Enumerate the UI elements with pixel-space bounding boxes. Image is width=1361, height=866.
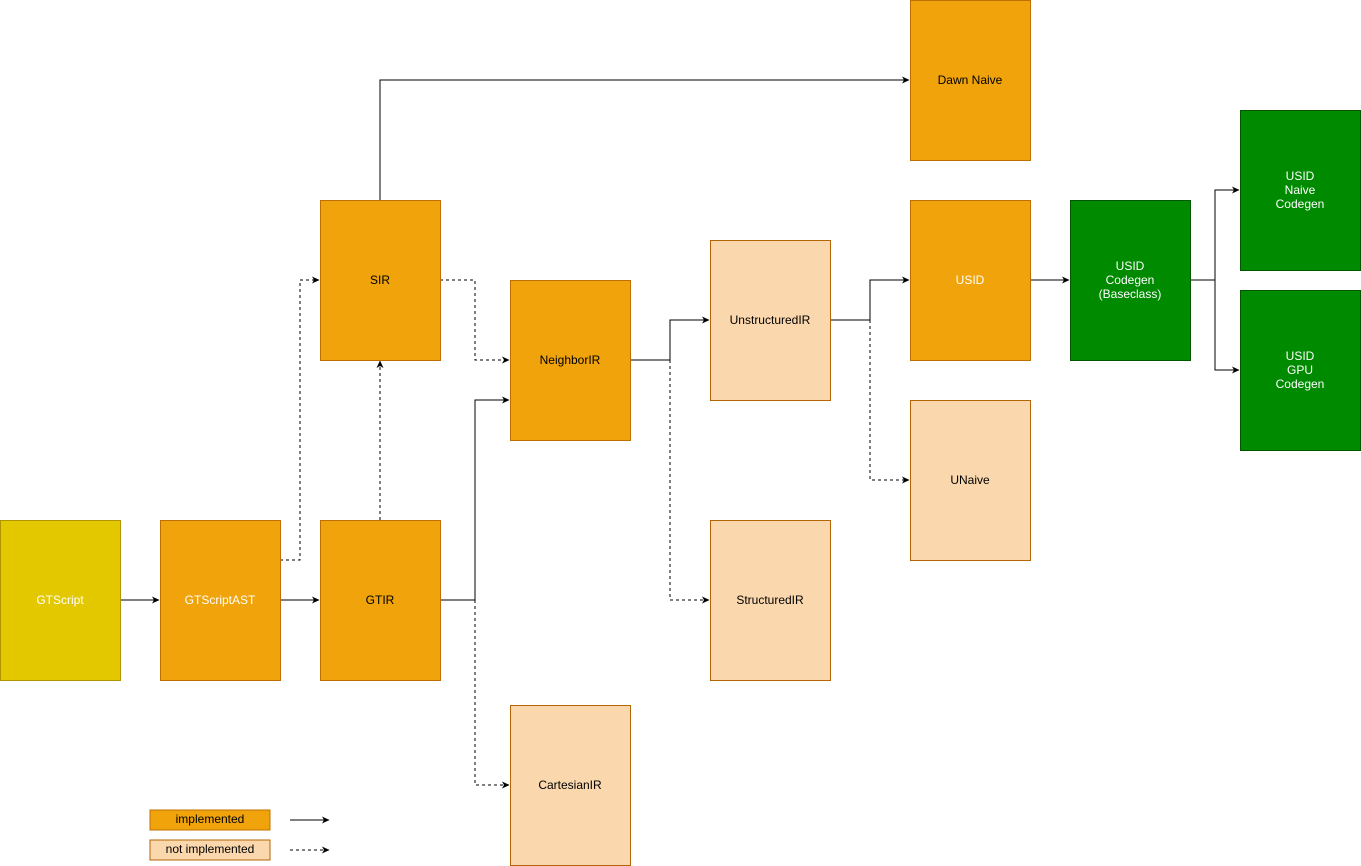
node-usid-codegen-baseclass-box [1070,200,1191,361]
edge-gtir-to-cartesianir [474,600,510,789]
legend-not-implemented-label: not implemented [166,842,255,856]
node-usid-gpu-codegen-label-line-3: Codegen [1276,377,1325,391]
node-gtir-label-line-1: GTIR [366,593,395,607]
node-unaive-label-line-1: UNaive [950,473,990,487]
node-usid-box [910,200,1031,361]
node-sir-label-line-1: SIR [370,273,390,287]
legend: implemented not implemented [149,809,330,861]
node-gtir-box [320,520,441,681]
edge-sir-to-dawn-naive [379,76,910,200]
node-unstructuredir-box [710,240,831,401]
node-unaive-box [910,400,1031,561]
node-usid[interactable]: USID [910,200,1031,361]
legend-implemented-swatch [149,809,271,831]
node-usid-gpu-codegen-label-line-1: USID [1286,349,1315,363]
node-structuredir-label-line-1: StructuredIR [736,593,804,607]
node-gtir[interactable]: GTIR [320,520,441,681]
legend-not-implemented-swatch [149,839,271,861]
node-dawn-naive-label-line-1: Dawn Naive [938,73,1003,87]
node-unaive[interactable]: UNaive [910,400,1031,561]
node-usid-codegen-baseclass-label-line-1: USID [1116,259,1145,273]
node-unstructuredir[interactable]: UnstructuredIR [710,240,831,401]
node-cartesianir-box [510,705,631,866]
node-gtscript-box [0,520,121,681]
node-usid-codegen-baseclass-label-line-3: (Baseclass) [1099,287,1162,301]
node-usid-naive-codegen-box [1240,110,1361,271]
edge-neighborir-to-structuredir [669,360,710,604]
node-usid-gpu-codegen-box [1240,290,1361,451]
node-usid-codegen-baseclass-label-line-2: Codegen [1106,273,1155,287]
node-dawn-naive-box [910,0,1031,161]
edge-sir-to-neighborir [440,279,510,364]
node-sir[interactable]: SIR [320,200,441,361]
edge-usid-codegen-to-naive-codegen [1190,186,1240,281]
node-gtscriptast-label-line-1: GTScriptAST [185,593,256,607]
node-cartesianir-label-line-1: CartesianIR [538,778,602,792]
node-structuredir-box [710,520,831,681]
node-neighborir[interactable]: NeighborIR [510,280,631,441]
node-dawn-naive[interactable]: Dawn Naive [910,0,1031,161]
node-cartesianir[interactable]: CartesianIR [510,705,631,866]
node-usid-naive-codegen-label-line-2: Naive [1285,183,1316,197]
node-neighborir-label-line-1: NeighborIR [540,353,601,367]
node-sir-box [320,200,441,361]
node-gtscriptast[interactable]: GTScriptAST [160,520,281,681]
edge-neighborir-to-unstructuredir [630,316,710,361]
legend-implemented-label: implemented [176,812,245,826]
edge-gtscriptast-to-sir [280,276,320,561]
node-neighborir-box [510,280,631,441]
node-unstructuredir-label-line-1: UnstructuredIR [730,313,811,327]
edge-unstructuredir-to-unaive [869,320,910,484]
node-gtscript[interactable]: GTScript [0,520,121,681]
edges-layer [120,76,1240,789]
node-usid-naive-codegen-label-line-3: Codegen [1276,197,1325,211]
node-usid-label-line-1: USID [956,273,985,287]
node-gtscript-label-line-1: GTScript [36,593,84,607]
edge-gtir-to-neighborir [440,396,510,601]
node-usid-gpu-codegen-label-line-2: GPU [1287,363,1313,377]
edge-unstructuredir-to-usid [830,276,910,321]
node-structuredir[interactable]: StructuredIR [710,520,831,681]
node-usid-naive-codegen-label-line-1: USID [1286,169,1315,183]
edge-usid-codegen-to-gpu-codegen [1214,280,1240,374]
node-gtscriptast-box [160,520,281,681]
